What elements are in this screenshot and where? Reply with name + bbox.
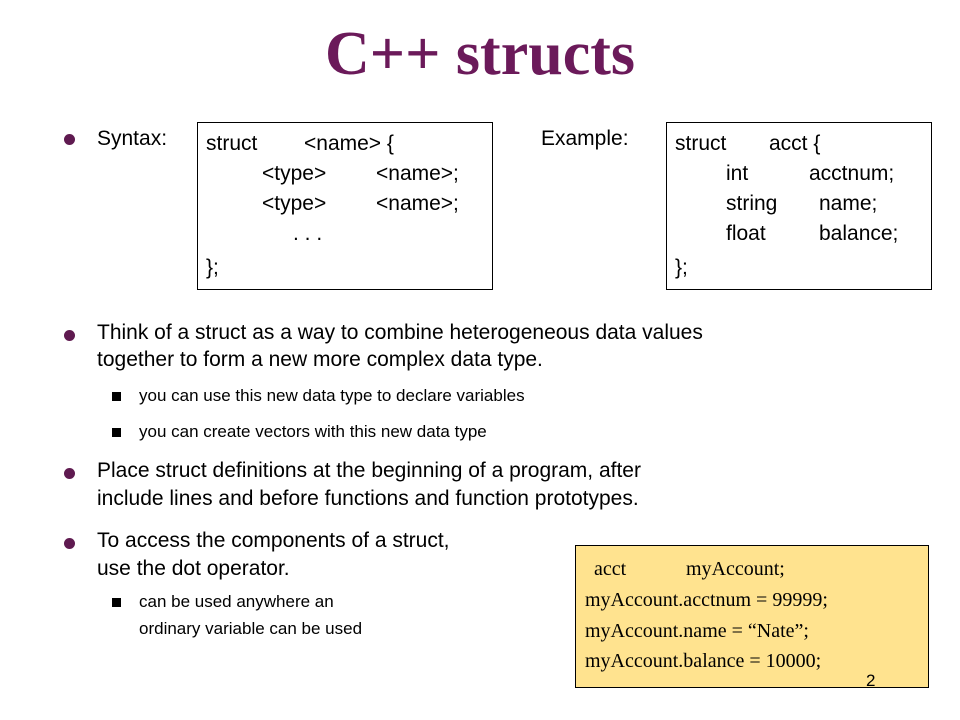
bullet-text: Place struct definitions at the beginnin… (97, 459, 641, 482)
bullet-dot (64, 330, 75, 341)
syntax-code-box: struct <name> { <type> <name>; <type> <n… (197, 122, 493, 290)
syntax-field-type: <type> (262, 192, 327, 215)
slide-title: C++ structs (325, 20, 635, 88)
sub-bullet-text: you can use this new data type to declar… (139, 386, 525, 405)
syntax-name: <name> { (304, 132, 394, 155)
bullet-dot (64, 538, 75, 549)
page-number: 2 (866, 671, 876, 690)
sub-bullet-square (112, 392, 121, 401)
bullet-text: together to form a new more complex data… (97, 348, 543, 371)
code-line: myAccount.acctnum = 99999; (585, 589, 828, 611)
sub-bullet-text: ordinary variable can be used (139, 619, 363, 638)
syntax-field-name: <name>; (376, 192, 459, 215)
example-label: Example: (541, 127, 629, 150)
example-keyword: struct (675, 132, 727, 155)
code-type: acct (594, 558, 627, 580)
syntax-close: }; (206, 256, 219, 279)
bullet-dot (64, 468, 75, 479)
sub-bullet-text: can be used anywhere an (139, 592, 334, 611)
example-field-type: string (726, 192, 778, 215)
bullet-text: include lines and before functions and f… (97, 487, 639, 510)
example-field-name: acctnum; (809, 162, 895, 185)
bullet-text: To access the components of a struct, (97, 529, 450, 552)
example-field-name: name; (819, 192, 878, 215)
dot-operator-code-box: acct myAccount; myAccount.acctnum = 9999… (575, 545, 929, 688)
example-field-type: int (726, 162, 749, 185)
example-field-type: float (726, 222, 766, 245)
example-name: acct { (769, 132, 821, 155)
code-variable: myAccount; (686, 558, 785, 580)
syntax-keyword: struct (206, 132, 258, 155)
syntax-ellipsis: . . . (293, 222, 323, 245)
syntax-field-type: <type> (262, 162, 327, 185)
syntax-label: Syntax: (97, 127, 168, 150)
syntax-field-name: <name>; (376, 162, 459, 185)
sub-bullet-text: you can create vectors with this new dat… (139, 422, 487, 441)
sub-bullet-square (112, 598, 121, 607)
example-code-box: struct acct { int acctnum; string name; … (666, 122, 932, 290)
code-line: myAccount.balance = 10000; (585, 650, 822, 672)
code-line: myAccount.name = “Nate”; (585, 620, 809, 642)
example-close: }; (675, 256, 688, 279)
example-field-name: balance; (819, 222, 899, 245)
bullet-text: use the dot operator. (97, 557, 290, 580)
bullet-text: Think of a struct as a way to combine he… (97, 321, 703, 344)
bullet-dot (64, 134, 75, 145)
sub-bullet-square (112, 428, 121, 437)
